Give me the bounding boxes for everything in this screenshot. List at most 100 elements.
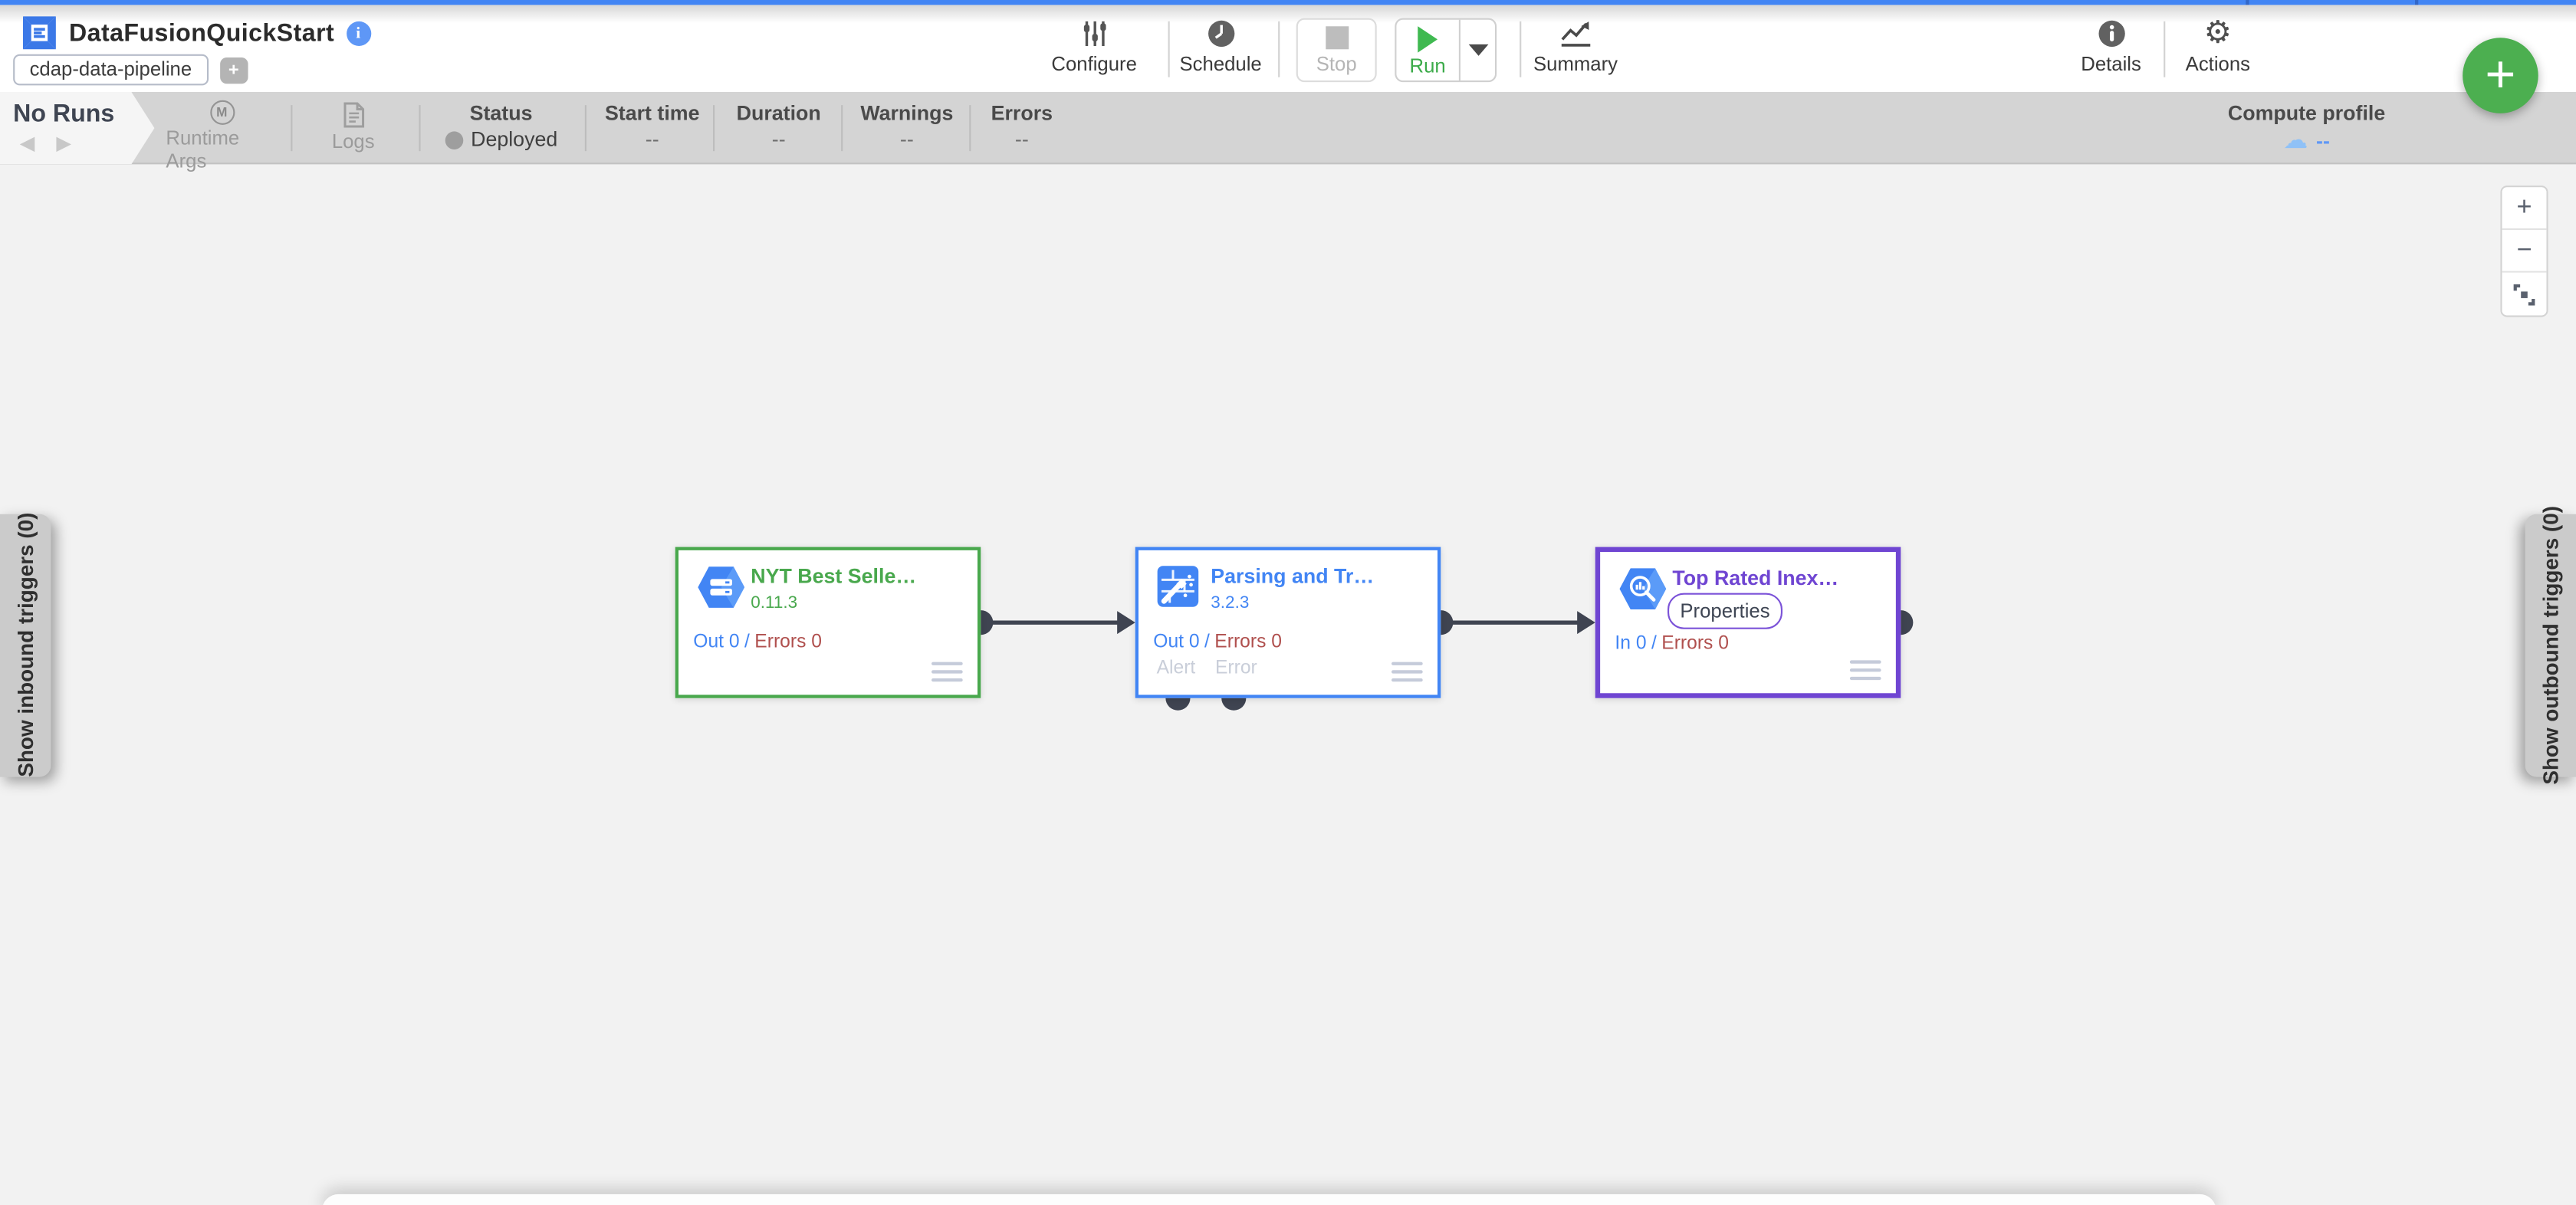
errors-metric: Errors 0 (1214, 632, 1282, 652)
configure-label: Configure (1051, 52, 1137, 76)
runsbar-divider (584, 105, 586, 152)
runs-status-bar: No Runs ◀ ▶ M Runtime Args Logs (0, 92, 2576, 172)
wrangler-icon (1157, 565, 1200, 616)
pipeline-header: DataFusionQuickStart i cdap-data-pipelin… (0, 5, 2576, 92)
runsbar-divider (291, 105, 293, 152)
compute-profile-value: -- (2316, 129, 2330, 153)
details-button[interactable]: Details (2055, 18, 2167, 84)
node-menu-button[interactable] (932, 661, 963, 682)
summary-label: Summary (1533, 52, 1618, 76)
zoom-out-button[interactable]: − (2502, 230, 2547, 273)
metric-separator: / (1651, 634, 1657, 654)
stop-icon (1325, 26, 1349, 50)
inbound-triggers-label: Show inbound triggers (0) (13, 513, 38, 778)
duration-stat: Duration -- (688, 92, 869, 164)
run-button-group: Run (1395, 18, 1497, 83)
status-value: Deployed (471, 128, 558, 152)
metric-separator: / (744, 632, 750, 652)
node-title: Top Rated Inex… (1672, 566, 1839, 590)
top-bar-divider (2415, 0, 2419, 5)
add-tag-button[interactable]: + (219, 56, 248, 84)
gcs-hexagon-icon (697, 565, 746, 618)
runtime-args-label: Runtime Args (166, 126, 240, 172)
in-metric: In 0 (1615, 634, 1647, 654)
runsbar-divider (969, 105, 971, 152)
outbound-triggers-tab[interactable]: Show outbound triggers (0) (2525, 506, 2576, 785)
runsbar-divider (713, 105, 715, 152)
schedule-button[interactable]: Schedule (1165, 18, 1276, 84)
runsbar-divider (419, 105, 421, 152)
top-accent-bar (0, 0, 2576, 5)
pipeline-type-tag[interactable]: cdap-data-pipeline (13, 54, 209, 86)
schedule-label: Schedule (1179, 52, 1262, 76)
pipeline-canvas[interactable]: NYT Best Selle… 0.11.3 Out 0/Errors 0 (0, 164, 2576, 1205)
configure-button[interactable]: Configure (1038, 18, 1150, 84)
outbound-triggers-label: Show outbound triggers (0) (2538, 506, 2563, 785)
status-header: Status (469, 101, 533, 125)
run-label: Run (1409, 54, 1446, 77)
run-options-dropdown[interactable] (1460, 20, 1495, 80)
pipeline-info-icon[interactable]: i (346, 20, 371, 45)
node-menu-button[interactable] (1392, 661, 1423, 682)
chevron-down-icon (1467, 44, 1488, 56)
warnings-stat: Warnings -- (816, 92, 997, 164)
metric-separator: / (1204, 632, 1210, 652)
pipeline-node-transform[interactable]: Parsing and Tr… 3.2.3 Out 0/Errors 0 Ale… (1135, 547, 1441, 698)
fit-to-screen-button[interactable] (2502, 272, 2547, 316)
macro-m-icon: M (209, 100, 235, 125)
toolbar-divider (1278, 21, 1280, 77)
sliders-icon (1080, 18, 1108, 48)
runs-navigator: No Runs ◀ ▶ (0, 92, 155, 165)
error-port-label: Error (1214, 658, 1257, 678)
bigquery-hexagon-icon (1618, 566, 1668, 619)
actions-button[interactable]: ⚙ Actions (2162, 17, 2274, 84)
errors-metric: Errors 0 (1661, 634, 1729, 654)
logs-button[interactable]: Logs (315, 92, 391, 164)
previous-run-button[interactable]: ◀ (19, 131, 35, 155)
errors-header: Errors (991, 101, 1053, 125)
play-icon (1418, 26, 1438, 53)
pipeline-title-row: DataFusionQuickStart i (21, 13, 371, 52)
inbound-triggers-tab[interactable]: Show inbound triggers (0) (0, 513, 51, 778)
start-time-header: Start time (604, 101, 700, 125)
node-title: Parsing and Tr… (1211, 565, 1375, 589)
summary-button[interactable]: Summary (1520, 18, 1631, 84)
warnings-value: -- (899, 128, 914, 152)
next-run-button[interactable]: ▶ (56, 131, 72, 155)
errors-stat: Errors -- (932, 92, 1112, 164)
node-metrics: Out 0/Errors 0 (1153, 632, 1282, 652)
pipeline-title: DataFusionQuickStart (69, 18, 335, 48)
toolbar-divider (1520, 21, 1522, 77)
properties-button[interactable]: Properties (1668, 593, 1783, 629)
runtime-args-button[interactable]: M Runtime Args (166, 92, 278, 172)
node-metrics: In 0/Errors 0 (1615, 634, 1728, 654)
info-icon (2097, 18, 2124, 48)
pipeline-node-sink[interactable]: Top Rated Inex… Properties In 0/Errors 0 (1595, 547, 1901, 698)
run-button[interactable]: Run (1396, 19, 1460, 80)
toolbar-divider (1168, 21, 1170, 77)
zoom-controls: + − (2500, 186, 2548, 317)
pipeline-node-source[interactable]: NYT Best Selle… 0.11.3 Out 0/Errors 0 (675, 547, 981, 698)
errors-metric: Errors 0 (754, 632, 822, 652)
compute-profile-stat: Compute profile ☁ -- (2216, 92, 2397, 164)
node-title: NYT Best Selle… (751, 565, 917, 589)
bottom-panel-edge[interactable] (322, 1194, 2216, 1205)
arrowhead-icon (1577, 611, 1595, 635)
add-plugin-fab-button[interactable]: + (2463, 38, 2538, 113)
node-metrics: Out 0/Errors 0 (693, 632, 822, 652)
node-port-labels: Alert Error (1157, 658, 1257, 678)
duration-value: -- (771, 128, 786, 152)
logs-label: Logs (331, 130, 375, 153)
stop-button[interactable]: Stop (1296, 18, 1377, 83)
chart-line-icon (1559, 18, 1592, 48)
out-metric: Out 0 (693, 632, 740, 652)
start-time-value: -- (645, 128, 659, 152)
node-version: 3.2.3 (1211, 593, 1250, 613)
top-bar-divider (2246, 0, 2249, 5)
document-icon (343, 100, 364, 128)
status-dot-icon (444, 130, 463, 149)
warnings-header: Warnings (860, 101, 954, 125)
zoom-in-button[interactable]: + (2502, 187, 2547, 230)
start-time-stat: Start time -- (562, 92, 743, 164)
node-menu-button[interactable] (1849, 659, 1881, 681)
